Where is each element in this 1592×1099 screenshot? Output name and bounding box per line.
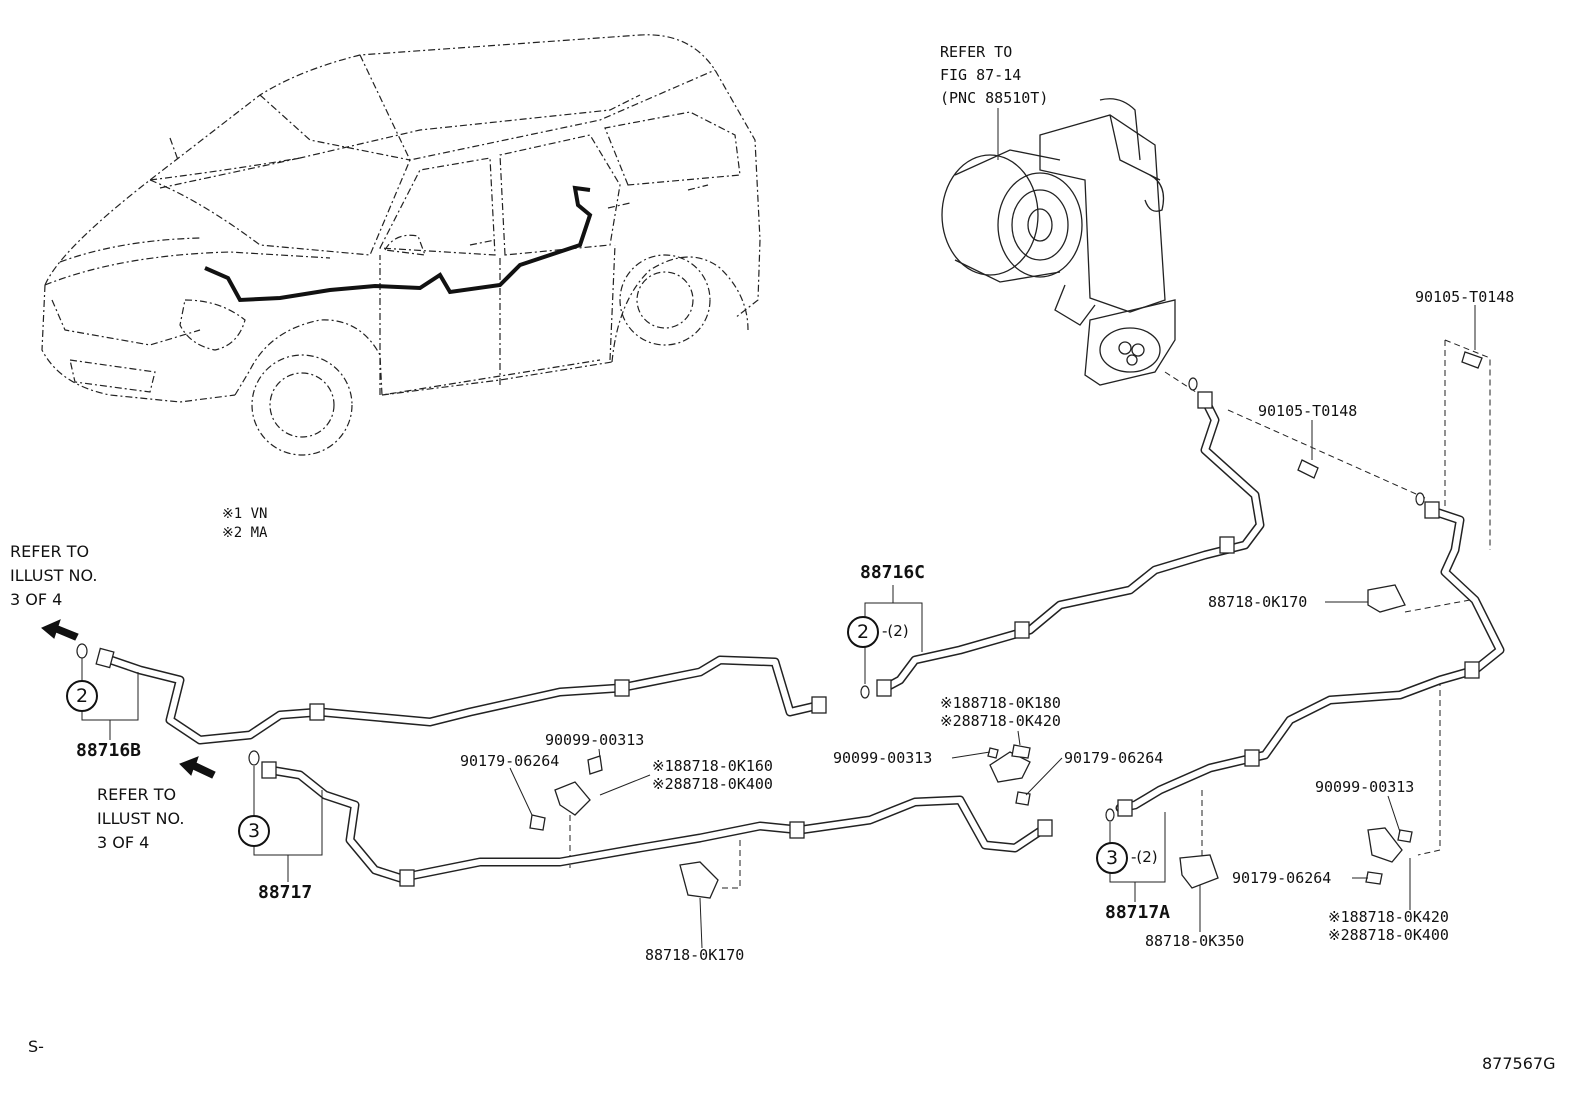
refer-fig-pnc[interactable]: (PNC 88510T) [940, 89, 1049, 107]
refer-fig-line2: FIG 87-14 [940, 66, 1022, 84]
part-clamp-left-vn[interactable]: ※188718-0K160 [652, 757, 773, 775]
refer-illust-left-line1: REFER TO [10, 542, 90, 561]
part-nut-right[interactable]: 90179-06264 [1232, 869, 1332, 887]
part-bolt-mid[interactable]: 90105-T0148 [1258, 402, 1358, 420]
callout-2-left: 2 [66, 680, 98, 712]
part-screw-left[interactable]: 90099-00313 [545, 731, 645, 749]
refer-illust-left-line3: 3 OF 4 [10, 590, 63, 609]
part-clamp-mid-vn[interactable]: ※188718-0K180 [940, 694, 1061, 712]
clamps-and-fasteners [529, 351, 1483, 899]
callout-qty-c: -(2) [882, 622, 909, 640]
part-nut-left[interactable]: 90179-06264 [460, 752, 560, 770]
part-clamp-right-vn[interactable]: ※188718-0K420 [1328, 908, 1449, 926]
part-clamp-k170-bottom[interactable]: 88718-0K170 [645, 946, 745, 964]
group-label-88716b[interactable]: 88716B [76, 740, 142, 761]
pipe-fittings [95, 391, 1480, 887]
corner-marker: S- [28, 1037, 44, 1056]
legend-ma: ※2 MA [222, 525, 268, 541]
dashed-leaders [569, 339, 1491, 889]
group-label-88717a[interactable]: 88717A [1105, 902, 1171, 923]
cooler-pipes [100, 395, 1505, 883]
callout-2-c: 2 [847, 616, 879, 648]
callout-3-a: 3 [1096, 842, 1128, 874]
o-rings [76, 377, 1425, 822]
part-screw-right[interactable]: 90099-00313 [1315, 778, 1415, 796]
part-clamp-right-ma[interactable]: ※288718-0K400 [1328, 926, 1449, 944]
refer-illust-mid-line2[interactable]: ILLUST NO. [97, 809, 185, 828]
vehicle-illustration [41, 34, 761, 456]
callout-qty-a: -(2) [1131, 848, 1158, 866]
reference-arrows [41, 619, 216, 779]
part-nut-mid[interactable]: 90179-06264 [1064, 749, 1164, 767]
illustration-code: 877567G [1482, 1054, 1556, 1073]
legend-vn: ※1 VN [222, 506, 268, 522]
part-screw-mid[interactable]: 90099-00313 [833, 749, 933, 767]
part-bolt-top[interactable]: 90105-T0148 [1415, 288, 1515, 306]
group-label-88717[interactable]: 88717 [258, 882, 313, 903]
callout-3-left: 3 [238, 815, 270, 847]
part-clamp-left-ma[interactable]: ※288718-0K400 [652, 775, 773, 793]
refer-illust-mid-line1: REFER TO [97, 785, 177, 804]
cooler-unit-assembly [941, 98, 1176, 386]
part-clamp-k170-right[interactable]: 88718-0K170 [1208, 593, 1308, 611]
refer-illust-mid-line3: 3 OF 4 [97, 833, 150, 852]
part-clamp-mid-ma[interactable]: ※288718-0K420 [940, 712, 1061, 730]
part-clamp-k350[interactable]: 88718-0K350 [1145, 932, 1245, 950]
group-label-88716c[interactable]: 88716C [860, 562, 926, 583]
refer-illust-left-line2[interactable]: ILLUST NO. [10, 566, 98, 585]
refer-fig-line1: REFER TO [940, 43, 1013, 61]
vehicle-cooler-pipe [204, 185, 593, 303]
